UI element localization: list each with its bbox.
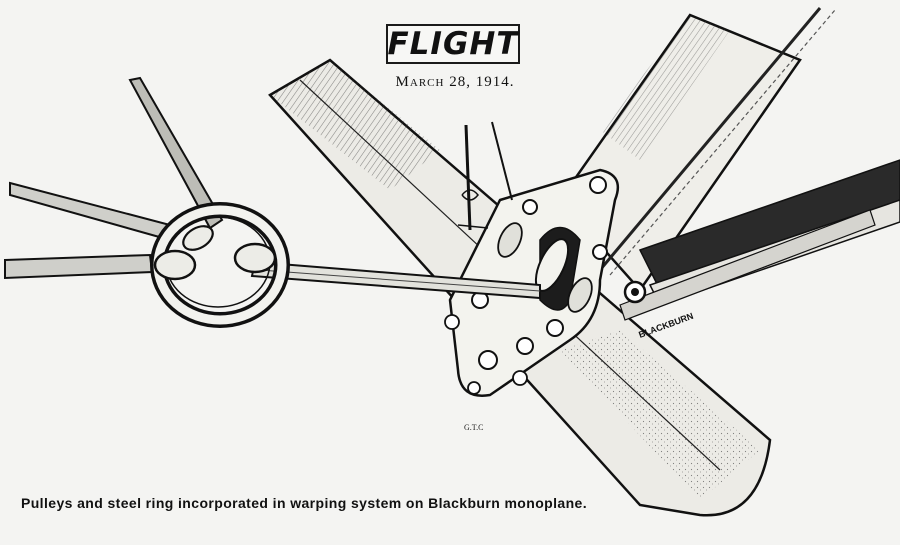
rails xyxy=(598,7,900,321)
control-cables xyxy=(4,76,541,300)
upper-wires xyxy=(457,121,513,231)
maker-stamp: BLACKBURN xyxy=(637,311,694,340)
issue-date: March 28, 1914. xyxy=(395,74,515,90)
masthead-box: FLIGHT xyxy=(386,24,520,64)
artist-initials: G.T.C xyxy=(464,423,483,432)
figure-caption: Pulleys and steel ring incorporated in w… xyxy=(20,495,588,511)
steel-ring xyxy=(150,202,290,328)
masthead-title: FLIGHT xyxy=(387,25,519,62)
pulley-bracket xyxy=(444,168,647,397)
upper-strut xyxy=(558,13,802,293)
